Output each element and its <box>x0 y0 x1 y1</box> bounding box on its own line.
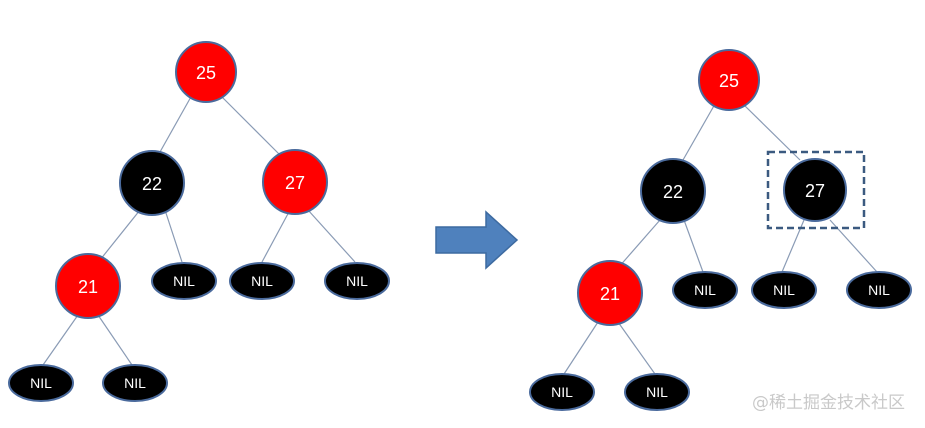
left-node-21: 21 <box>55 253 121 319</box>
right-node-21: 21 <box>577 260 643 326</box>
right-tree-edges <box>563 103 878 375</box>
left-node-27-label: 27 <box>285 173 305 193</box>
left-node-22-label: 22 <box>142 174 162 194</box>
left-nil-21-right-label: NIL <box>124 375 146 391</box>
right-node-22-label: 22 <box>663 182 683 202</box>
left-node-27: 27 <box>262 149 328 215</box>
left-nil-27-left: NIL <box>229 262 295 300</box>
left-node-22: 22 <box>119 150 185 216</box>
left-tree: 25 22 27 21 NIL NIL NIL NIL <box>8 41 390 402</box>
right-node-27-label: 27 <box>805 181 825 201</box>
left-tree-edges <box>42 94 356 366</box>
right-nil-27-right: NIL <box>846 271 912 309</box>
right-nil-22-right: NIL <box>672 271 738 309</box>
right-nil-21-left-label: NIL <box>551 384 573 400</box>
left-node-25: 25 <box>175 41 237 103</box>
right-nil-21-right-label: NIL <box>646 384 668 400</box>
right-nil-21-right: NIL <box>624 373 690 411</box>
left-nil-27-right-label: NIL <box>346 273 368 289</box>
right-nil-27-left-label: NIL <box>773 282 795 298</box>
watermark-text: @稀土掘金技术社区 <box>752 393 905 413</box>
highlight-box <box>766 150 866 230</box>
right-node-27: 27 <box>783 158 847 222</box>
right-node-25: 25 <box>698 49 760 111</box>
right-nil-21-left: NIL <box>529 373 595 411</box>
right-node-25-label: 25 <box>719 71 739 91</box>
left-node-21-label: 21 <box>78 277 98 297</box>
right-arrow-icon <box>435 210 519 270</box>
right-node-21-label: 21 <box>600 284 620 304</box>
right-nil-22-right-label: NIL <box>694 282 716 298</box>
left-nil-22-right-label: NIL <box>173 273 195 289</box>
left-nil-21-left-label: NIL <box>30 375 52 391</box>
left-nil-27-left-label: NIL <box>251 273 273 289</box>
left-nil-22-right: NIL <box>151 262 217 300</box>
left-nil-21-left: NIL <box>8 364 74 402</box>
right-nil-27-left: NIL <box>751 271 817 309</box>
right-tree: 25 22 27 21 NIL NIL NIL NIL <box>529 49 912 411</box>
left-nil-21-right: NIL <box>102 364 168 402</box>
right-node-22: 22 <box>640 158 706 224</box>
right-nil-27-right-label: NIL <box>868 282 890 298</box>
left-node-25-label: 25 <box>196 63 216 83</box>
left-nil-27-right: NIL <box>324 262 390 300</box>
